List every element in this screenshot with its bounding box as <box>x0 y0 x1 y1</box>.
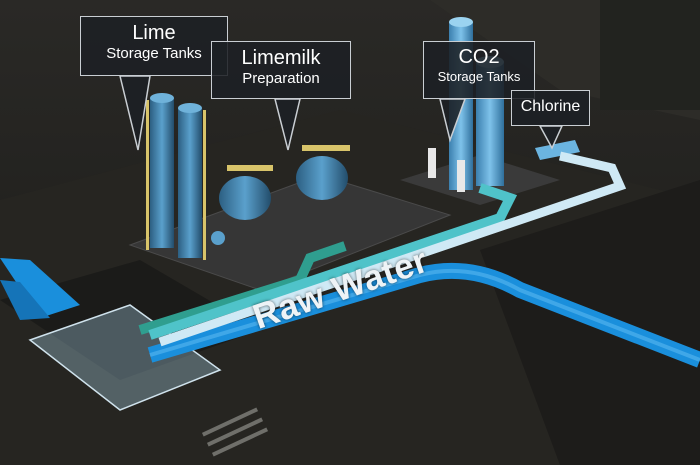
co2-callout-pointer <box>439 98 467 143</box>
limemilk-callout-pointer <box>274 98 301 151</box>
limemilk-line <box>138 241 347 335</box>
callout-title: Limemilk <box>241 47 321 69</box>
callout-subtitle: Preparation <box>242 70 320 87</box>
trees <box>600 0 700 110</box>
lime-storage-tanks <box>146 93 206 260</box>
callout-co2-storage-tanks: CO2 Storage Tanks <box>423 41 535 99</box>
callout-chlorine: Chlorine <box>511 90 590 126</box>
callout-title: Lime <box>132 22 176 44</box>
callout-subtitle: Storage Tanks <box>437 69 521 84</box>
callout-lime-storage-tanks: Lime Storage Tanks <box>80 16 228 76</box>
callout-limemilk-preparation: Limemilk Preparation <box>211 41 351 99</box>
co2-line <box>148 183 518 340</box>
inlet-basin <box>28 304 222 411</box>
raw-water-inlet <box>0 258 80 318</box>
chlorine-unit <box>535 140 580 160</box>
lime-callout-pointer <box>119 75 151 151</box>
chlorine-callout-pointer <box>538 125 564 150</box>
limemilk-tanks <box>211 145 350 245</box>
crosswalk <box>201 407 269 457</box>
callout-title: CO2 <box>458 46 500 68</box>
callout-title: Chlorine <box>520 98 581 115</box>
callout-subtitle: Storage Tanks <box>106 45 202 62</box>
chlorine-line <box>158 151 627 347</box>
